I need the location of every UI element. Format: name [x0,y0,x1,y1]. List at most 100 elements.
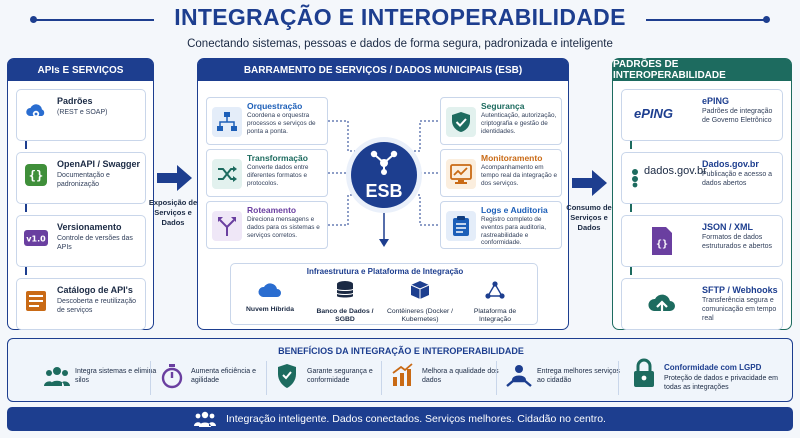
esb-card-title: Segurança [481,101,525,111]
version-tag-icon: v1.0 [24,230,48,246]
api-card-title: Padrões [57,96,93,106]
title-line-left [36,19,154,21]
api-card-text: Controle de versões das APIs [57,235,133,251]
esb-card-title: Roteamento [247,205,297,215]
divider [266,361,267,395]
standards-panel-title: PADRÕES DE INTEROPERABILIDADE [613,59,791,81]
page-title: INTEGRAÇÃO E INTEROPERABILIDADE [174,4,626,30]
benefits-title: BENEFÍCIOS DA INTEGRAÇÃO E INTEROPERABIL… [278,346,524,356]
file-code-icon: {} [652,227,672,255]
esb-card-transformacao: Transformação Converte dados entre difer… [206,149,328,197]
apis-panel-title: APIs E SERVIÇOS [8,59,153,81]
padlock-icon [634,358,654,387]
people-icon [194,411,216,427]
standard-card-text: Transferência segura e comunicação em te… [702,297,777,322]
api-card-catalogo: Catálogo de API's Descoberta e reutiliza… [16,278,146,330]
infra-item-label: Plataforma de Integração [473,308,517,323]
network-nodes-icon [485,281,505,299]
org-chart-icon [212,107,242,137]
esb-card-text: Autenticação, autorização, criptografia … [481,112,557,135]
esb-panel: BARRAMENTO DE SERVIÇOS / DADOS MUNICIPAI… [197,58,569,330]
cloud-upload-icon [648,294,675,316]
api-card-title: OpenAPI / Swagger [57,159,141,169]
infra-box: Infraestrutura e Plataforma de Integraçã… [230,263,538,325]
connector [25,260,27,275]
benefit-text: Melhora a qualidade dos dados [422,368,499,384]
api-card-versionamento: v1.0 Versionamento Controle de versões d… [16,215,146,267]
standard-card-json: {} JSON / XML Formatos de dados estrutur… [621,215,783,267]
esb-card-title: Monitoramento [481,153,543,163]
standard-card-title: JSON / XML [702,222,754,232]
infra-item-banco: Banco de Dados / SGBD [310,280,380,324]
esb-card-text: Coordena e orquestra processos e serviço… [247,112,316,135]
esb-card-title: Orquestração [247,101,303,111]
infra-item-label: Contêineres (Docker / Kubernetes) [386,308,454,323]
infra-item-nuvem: Nuvem Híbrida [235,280,305,314]
people-group-icon [44,367,70,386]
apis-panel: APIs E SERVIÇOS Padrões (REST e SOAP) {}… [7,58,154,330]
benefit-text: Integra sistemas e elimina silos [75,368,157,384]
esb-card-title: Logs e Auditoria [481,205,548,215]
api-card-openapi: {} OpenAPI / Swagger Documentação e padr… [16,152,146,204]
svg-text:{}: {} [29,169,43,183]
growth-chart-icon [392,363,413,386]
dados-logo-icon [632,169,638,188]
standard-card-title: Dados.gov.br [702,159,759,169]
esb-card-seguranca: Segurança Autenticação, autorização, cri… [440,97,562,145]
divider [618,361,619,395]
title-dot-right [763,16,770,23]
esb-card-text: Direciona mensagens e dados para os sist… [247,216,320,239]
esb-panel-title: BARRAMENTO DE SERVIÇOS / DADOS MUNICIPAI… [198,59,568,81]
standards-panel: PADRÕES DE INTEROPERABILIDADE ePING ePIN… [612,58,792,330]
api-card-text: (REST e SOAP) [57,109,108,116]
cloud-icon [258,283,281,297]
standard-card-title: ePING [702,96,730,106]
container-box-icon [410,281,430,299]
svg-text:{}: {} [656,239,668,250]
esb-card-logs: Logs e Auditoria Registro completo de ev… [440,201,562,249]
standard-card-dados: dados.gov.br Dados.gov.br Publicação e a… [621,152,783,204]
api-card-text: Documentação e padronização [57,172,110,188]
clipboard-icon [446,211,476,241]
lgpd-title: Conformidade com LGPD [664,363,762,372]
database-icon [336,281,354,298]
api-card-text: Descoberta e reutilização de serviços [57,298,136,314]
dados-logo: dados.gov.br [644,165,707,177]
curly-braces-icon: {} [25,164,47,186]
arrow-right-icon [157,165,192,191]
esb-card-text: Acompanhamento em tempo real da integraç… [481,164,558,187]
standard-card-title: SFTP / Webhooks [702,285,778,295]
esb-card-roteamento: Roteamento Direciona mensagens e dados p… [206,201,328,249]
connector [25,134,27,149]
monitor-chart-icon [446,159,476,189]
connector [25,197,27,212]
cloud-gear-icon [26,104,45,118]
esb-card-orquestracao: Orquestração Coordena e orquestra proces… [206,97,328,145]
benefit-text: Entrega melhores serviços ao cidadão [537,368,620,384]
api-card-title: Versionamento [57,222,122,232]
benefits-panel: BENEFÍCIOS DA INTEGRAÇÃO E INTEROPERABIL… [7,338,793,402]
esb-card-text: Registro completo de eventos para audito… [481,216,547,247]
standard-card-text: Publicação e acesso a dados abertos [702,171,773,187]
divider [496,361,497,395]
handshake-person-icon [506,365,532,387]
title-line-right [646,19,764,21]
eping-logo: ePING [634,106,674,121]
svg-text:v1.0: v1.0 [26,235,46,244]
benefit-text: Garante segurança e conformidade [307,368,373,384]
shuffle-icon [212,159,242,189]
infra-item-plataforma: Plataforma de Integração [460,280,530,324]
standard-card-eping: ePING ePING Padrões de integração de Gov… [621,89,783,141]
standard-card-text: Formatos de dados estruturados e abertos [702,234,773,250]
shield-icon [278,364,296,388]
infra-item-label: Banco de Dados / SGBD [316,308,374,323]
connector [630,267,632,275]
benefit-text: Aumenta eficiência e agilidade [191,368,256,384]
consumption-label: Consumo de Serviços e Dados [566,203,612,232]
infra-item-label: Nuvem Híbrida [246,306,294,313]
esb-card-monitoramento: Monitoramento Acompanhamento em tempo re… [440,149,562,197]
footer-text: Integração inteligente. Dados conectados… [226,413,606,425]
esb-card-title: Transformação [247,153,308,163]
page-subtitle: Conectando sistemas, pessoas e dados de … [187,38,613,50]
